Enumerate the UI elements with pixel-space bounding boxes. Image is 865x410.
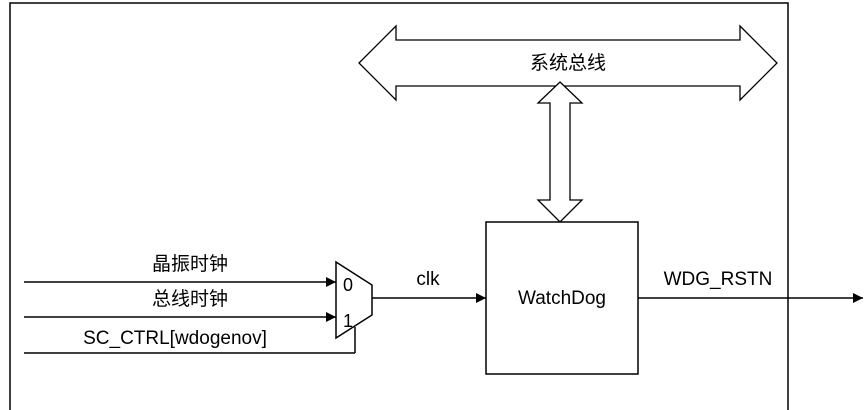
watchdog-label: WatchDog: [518, 288, 606, 309]
clock-mux: [335, 260, 373, 340]
bus-clock-label: 总线时钟: [152, 288, 228, 310]
mux-input-0-label: 0: [343, 275, 353, 295]
system-bus-label: 系统总线: [530, 52, 606, 74]
crystal-clock-label: 晶振时钟: [152, 253, 228, 275]
clk-label: clk: [416, 269, 440, 290]
bus-connection-arrow: [536, 81, 584, 223]
mux-input-1-label: 1: [343, 311, 353, 331]
outer-frame: [9, 2, 789, 410]
system-bus-arrow: [358, 24, 778, 102]
watchdog-block: [485, 221, 639, 375]
control-signal-label: SC_CTRL[wdogenov]: [83, 328, 267, 349]
reset-output-label: WDG_RSTN: [664, 269, 773, 290]
